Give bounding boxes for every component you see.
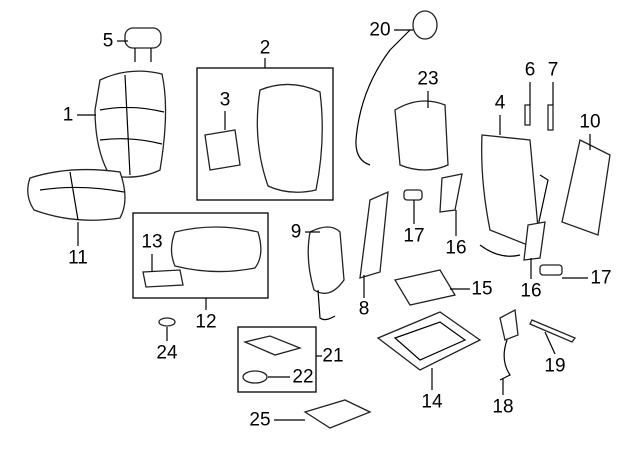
callout-18: 18 [492, 396, 514, 418]
cover-part-25 [303, 399, 372, 429]
callout-1: 1 [62, 104, 74, 126]
switch-part-18 [499, 308, 519, 341]
callout-24: 24 [156, 342, 178, 364]
seat-cushion-cover-part [27, 168, 126, 221]
side-shield-part-8 [359, 190, 389, 279]
group-box-12 [132, 212, 269, 299]
callout-3: 3 [219, 89, 231, 111]
back-panel-part [561, 139, 611, 236]
callout-13: 13 [141, 231, 163, 253]
callout-11: 11 [68, 247, 88, 269]
bolt-part-17a [403, 189, 423, 201]
rod-part-19 [529, 319, 577, 343]
label-part-13 [142, 269, 184, 288]
seat-back-cover-part [94, 70, 167, 178]
callout-21: 21 [322, 345, 344, 367]
seat-frame-part-14 [376, 311, 482, 371]
label-part-3 [204, 129, 241, 171]
clip-part-24 [158, 317, 176, 327]
callout-16b: 16 [520, 280, 542, 302]
callout-23: 23 [417, 68, 439, 90]
callout-22: 22 [292, 366, 314, 388]
bolt-part-6 [524, 104, 531, 126]
headrest-part [124, 27, 162, 62]
callout-14: 14 [421, 391, 443, 413]
callout-19: 19 [544, 355, 566, 377]
trim-part-21 [242, 335, 303, 356]
callout-15: 15 [471, 278, 493, 300]
callout-5: 5 [102, 30, 114, 52]
bolt-part-17b [539, 264, 563, 276]
callout-10: 10 [579, 111, 601, 133]
callout-17a: 17 [403, 225, 425, 247]
seat-back-pad-part [256, 83, 323, 193]
callout-2: 2 [259, 37, 271, 59]
motor-part-20 [412, 10, 438, 40]
bracket-part-16a [439, 173, 463, 213]
callout-8: 8 [358, 298, 370, 320]
bolt-part-7 [547, 104, 554, 131]
callout-4: 4 [494, 92, 506, 114]
callout-9: 9 [290, 221, 302, 243]
bracket-part-23 [394, 100, 449, 171]
callout-6: 6 [524, 59, 536, 81]
seat-back-frame-part [481, 134, 541, 251]
leader-lines [77, 29, 591, 421]
callout-12: 12 [195, 311, 217, 333]
callout-16a: 16 [445, 237, 467, 259]
seat-cushion-pad-part [170, 226, 262, 273]
group-box-21 [237, 326, 317, 393]
callout-7: 7 [547, 59, 559, 81]
recliner-cover-part [307, 226, 345, 294]
wire-harness-20 [355, 29, 411, 166]
callout-25: 25 [249, 409, 271, 431]
plate-part-15 [393, 269, 457, 306]
bracket-part-16b [523, 221, 546, 261]
callout-17b: 17 [590, 267, 612, 289]
ring-part-22 [242, 370, 268, 384]
callout-20: 20 [369, 19, 391, 41]
